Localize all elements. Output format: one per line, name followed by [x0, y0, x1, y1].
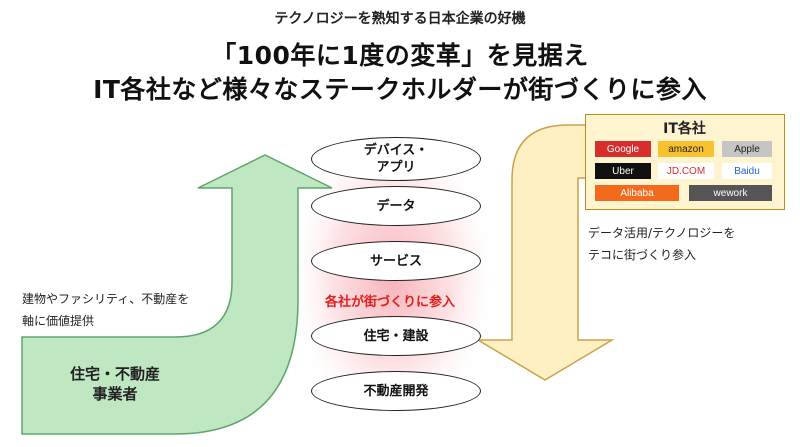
- layer-label-line2: アプリ: [376, 160, 416, 175]
- layer-services: サービス: [311, 241, 481, 281]
- layer-real-estate-development: 不動産開発: [311, 371, 481, 411]
- green-up-arrow: [21, 154, 333, 435]
- logo-amazon: amazon: [658, 141, 714, 157]
- layer-label: データ: [376, 198, 416, 214]
- logo-uber: Uber: [595, 163, 651, 179]
- subtitle: テクノロジーを熟知する日本企業の好機: [274, 11, 526, 27]
- housing-label-line1: 住宅・不動産: [69, 365, 160, 383]
- housing-realestate-label: 住宅・不動産 事業者: [40, 364, 190, 404]
- right-description-line2: テコに街づくり参入: [588, 248, 697, 262]
- housing-label-line2: 事業者: [92, 385, 138, 403]
- participate-label: 各社が街づくりに参入: [324, 295, 455, 310]
- logo-google: Google: [595, 141, 651, 157]
- logo-baidu: Baidu: [722, 163, 772, 179]
- layer-devices-apps: デバイス・ アプリ: [311, 137, 481, 181]
- left-description-line2: 軸に価値提供: [22, 314, 95, 328]
- logo-apple: Apple: [722, 141, 772, 157]
- layer-housing-construction: 住宅・建設: [311, 316, 481, 356]
- page-title-line2: IT各社など様々なステークホルダーが街づくりに参入: [93, 75, 707, 104]
- logo-jdcom: JD.COM: [658, 163, 714, 179]
- it-companies-box: IT各社 Google amazon Apple Uber JD.COM Bai…: [585, 114, 785, 210]
- it-box-title: IT各社: [663, 121, 706, 137]
- layer-data: データ: [311, 186, 481, 226]
- left-description: 建物やファシリティ、不動産を 軸に価値提供: [22, 288, 212, 332]
- page-title: 「100年に1度の変革」を見据え: [211, 41, 589, 70]
- right-description: データ活用/テクノロジーを テコに街づくり参入: [588, 222, 788, 266]
- logo-alibaba: Alibaba: [595, 185, 679, 201]
- layer-label: 住宅・建設: [363, 328, 429, 344]
- layer-label: 不動産開発: [363, 383, 429, 399]
- layer-label-line1: デバイス・: [363, 143, 429, 158]
- layer-label: サービス: [369, 253, 422, 269]
- yellow-down-arrow: [475, 124, 615, 381]
- logo-wework: wework: [689, 185, 772, 201]
- right-description-line1: データ活用/テクノロジーを: [588, 226, 736, 240]
- left-description-line1: 建物やファシリティ、不動産を: [22, 292, 190, 306]
